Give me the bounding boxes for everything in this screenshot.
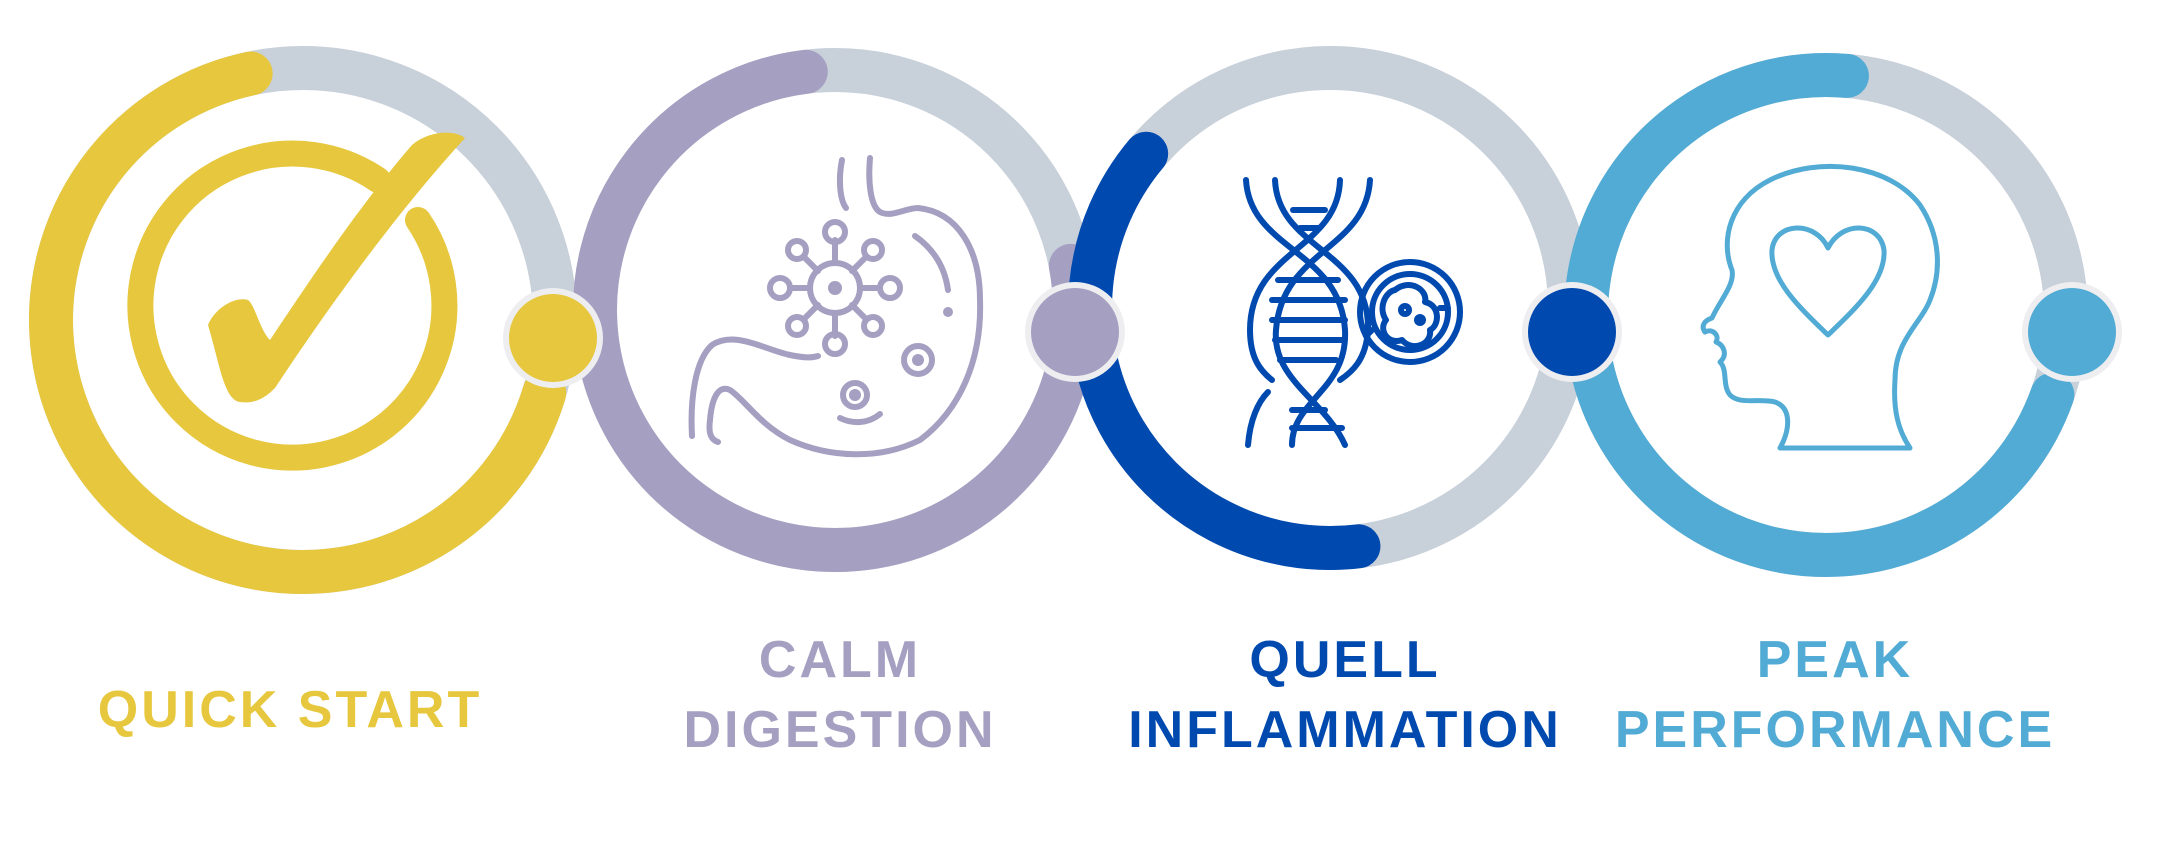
checkmark-icon	[127, 132, 465, 471]
label-peak-performance: PEAK PERFORMANCE	[1585, 625, 2085, 765]
stomach-icon	[688, 155, 984, 458]
knob-calm-digestion	[1031, 288, 1119, 376]
knob-quick-start	[509, 294, 597, 382]
label-line: QUELL	[1249, 631, 1441, 689]
label-line: QUICK START	[97, 681, 483, 739]
label-quell-inflammation: QUELL INFLAMMATION	[1095, 625, 1595, 765]
progress-arc-peak-performance	[1564, 53, 2075, 577]
label-line: INFLAMMATION	[1128, 701, 1562, 759]
head-heart-icon	[1700, 163, 1940, 451]
label-line: CALM	[758, 631, 922, 689]
dna-icon	[1243, 177, 1463, 448]
label-calm-digestion: CALM DIGESTION	[590, 625, 1090, 765]
progress-arc-calm-digestion	[573, 49, 1097, 572]
label-line: PERFORMANCE	[1614, 701, 2056, 759]
knob-quell-inflammation	[1528, 288, 1616, 376]
label-line: PEAK	[1756, 631, 1914, 689]
label-quick-start: QUICK START	[40, 675, 540, 745]
progress-arc-quick-start	[29, 51, 567, 594]
progress-arc-quell-inflammation	[1068, 131, 1381, 570]
knob-peak-performance	[2028, 288, 2116, 376]
label-line: DIGESTION	[683, 701, 997, 759]
